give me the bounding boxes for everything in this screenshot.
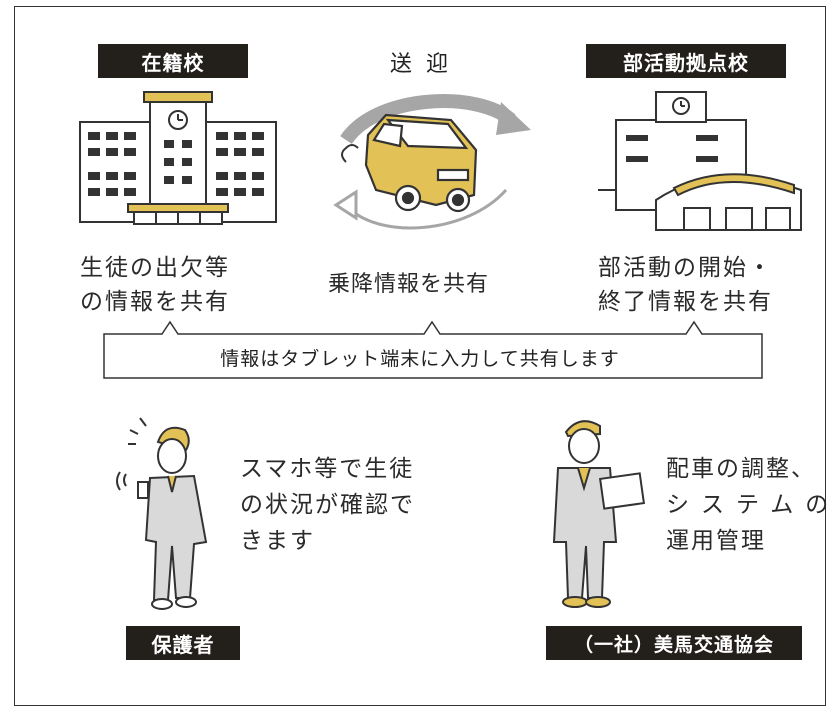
guardian-person-icon xyxy=(116,417,208,610)
transport-title: 送迎 xyxy=(390,52,463,77)
guardian-desc-line1: スマホ等で生徒 xyxy=(240,456,415,482)
shared-info-banner: 情報はタブレット端末に入力して共有します xyxy=(220,348,620,370)
transport-info: 乗降情報を共有 xyxy=(328,272,490,297)
school-label: 在籍校 xyxy=(98,44,248,78)
club-info-line2: 終了情報を共有 xyxy=(598,289,773,315)
club-school-building-icon xyxy=(598,91,802,231)
association-desc-line3: 運用管理 xyxy=(666,528,766,554)
association-desc-line1: 配車の調整、 xyxy=(666,456,816,482)
guardian-desc-line2: の状況が確認で xyxy=(240,492,415,518)
shared-info-bubble xyxy=(103,320,763,379)
guardian-label: 保護者 xyxy=(126,626,240,660)
school-info-line1: 生徒の出欠等 xyxy=(80,255,230,281)
association-label: （一社）美馬交通協会 xyxy=(546,626,802,660)
club-school-label: 部活動拠点校 xyxy=(586,44,786,78)
guardian-desc-line3: きます xyxy=(240,528,315,554)
club-info-line1: 部活動の開始・ xyxy=(598,255,773,281)
school-info-line2: の情報を共有 xyxy=(80,289,230,315)
association-desc-line2: システムの xyxy=(666,492,840,518)
school-building-icon xyxy=(79,91,277,225)
association-staff-icon xyxy=(552,420,646,608)
van-shuttle-icon xyxy=(333,94,531,230)
